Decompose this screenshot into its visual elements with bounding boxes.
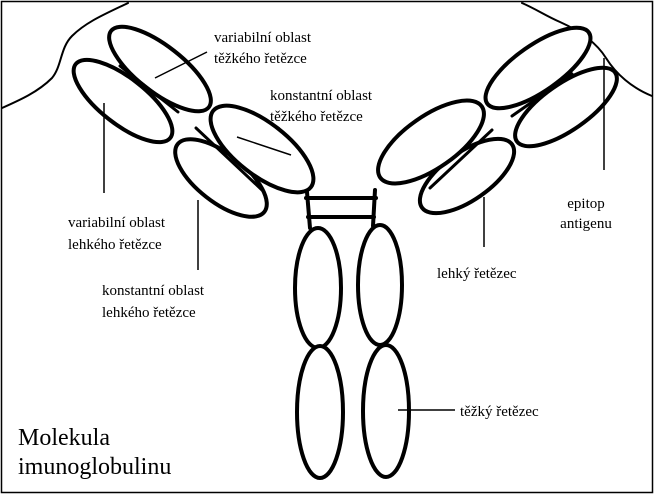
label-heavy-variable-line2: těžkého řetězce [214, 51, 307, 67]
label-epitope-line1: epitop [567, 196, 605, 212]
label-light-constant-line1: konstantní oblast [102, 283, 205, 299]
label-light-variable-line1: variabilní oblast [68, 215, 166, 231]
label-heavy-constant-line1: konstantní oblast [270, 88, 373, 104]
hinge-right-side [373, 190, 375, 226]
fc-left-upper-domain [295, 228, 341, 348]
label-heavy-chain: těžký řetězec [460, 404, 539, 420]
label-heavy-constant-line2: těžkého řetězce [270, 109, 363, 125]
label-light-chain: lehký řetězec [437, 266, 517, 282]
diagram-title-line2: imunoglobulinu [18, 454, 171, 480]
label-light-variable-line2: lehkého řetězce [68, 237, 162, 253]
diagram-title-line1: Molekula [18, 425, 110, 451]
fc-right-lower-domain [363, 345, 409, 477]
fc-right-upper-domain [358, 225, 402, 345]
label-epitope-line2: antigenu [560, 216, 612, 232]
label-heavy-variable-line1: variabilní oblast [214, 30, 312, 46]
label-light-constant-line2: lehkého řetězce [102, 305, 196, 321]
fc-left-lower-domain [297, 346, 343, 478]
